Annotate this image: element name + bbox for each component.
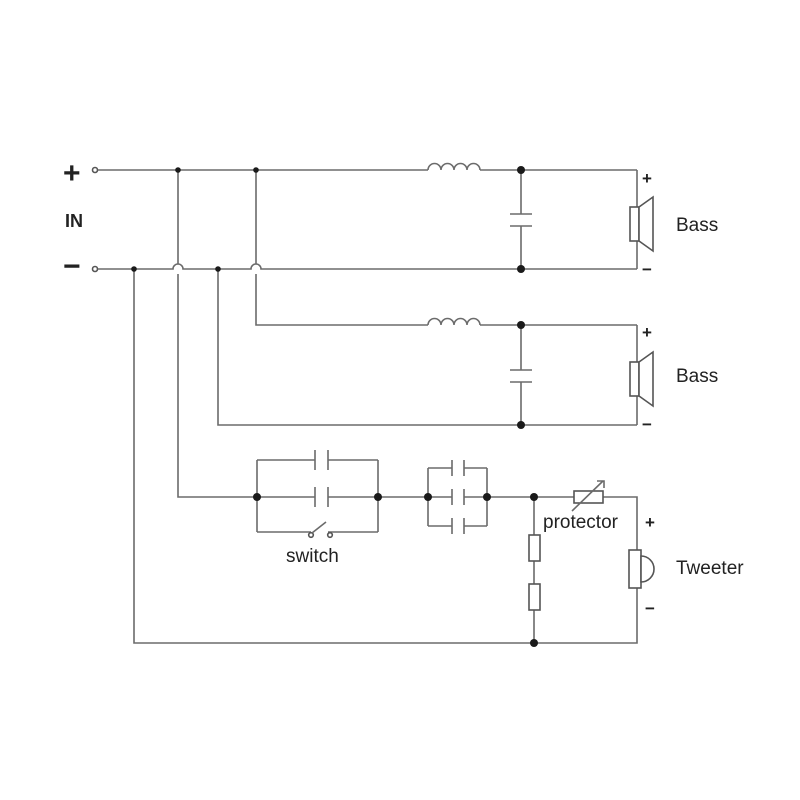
bass2-minus-sign: − bbox=[642, 415, 652, 434]
tweeter-feed-wire bbox=[177, 170, 257, 498]
junctions bbox=[131, 166, 538, 647]
input-minus-sign: − bbox=[63, 250, 81, 283]
resistor-1 bbox=[528, 534, 541, 562]
bass1-labels: + − Bass bbox=[642, 169, 718, 279]
tweeter-minus-sign: − bbox=[645, 599, 655, 618]
bass1-label: Bass bbox=[676, 215, 718, 236]
input-minus-terminal bbox=[91, 265, 99, 273]
negative-rail-wire bbox=[98, 263, 637, 270]
tweeter-label: Tweeter bbox=[676, 558, 744, 579]
tweeter-labels: + − Tweeter bbox=[645, 513, 744, 618]
bass1-speaker-icon bbox=[629, 195, 654, 253]
cap-bank1-capacitors bbox=[314, 450, 329, 507]
tweeter-speaker-icon bbox=[628, 549, 655, 589]
bass2-speaker-icon bbox=[629, 350, 654, 408]
capacitor-bass1 bbox=[510, 213, 532, 227]
bass2-label: Bass bbox=[676, 366, 718, 387]
input-plus-sign: + bbox=[63, 157, 81, 190]
inductor-2 bbox=[427, 317, 481, 326]
bass1-minus-sign: − bbox=[642, 260, 652, 279]
bass2-negative-wire bbox=[217, 269, 637, 426]
cap-bank2-capacitors bbox=[451, 460, 465, 534]
switch bbox=[307, 521, 334, 539]
resistor-2 bbox=[528, 583, 541, 611]
protector bbox=[571, 480, 605, 512]
wires bbox=[98, 169, 638, 644]
cap-bank1-side-wires bbox=[256, 460, 379, 532]
protector-label: protector bbox=[543, 512, 619, 533]
tweeter-plus-sign: + bbox=[645, 513, 655, 532]
bass1-plus-sign: + bbox=[642, 169, 652, 188]
input-label: IN bbox=[65, 211, 83, 231]
input-plus-terminal bbox=[91, 166, 99, 174]
inductor-1 bbox=[427, 162, 481, 171]
bass2-plus-sign: + bbox=[642, 323, 652, 342]
bass2-positive-wire bbox=[255, 170, 637, 326]
capacitor-bass2 bbox=[510, 369, 532, 383]
tweeter-negative-wire bbox=[133, 269, 638, 644]
bass2-labels: + − Bass bbox=[642, 323, 718, 434]
input-terminals: + IN − bbox=[63, 157, 99, 283]
switch-label: switch bbox=[286, 546, 339, 567]
